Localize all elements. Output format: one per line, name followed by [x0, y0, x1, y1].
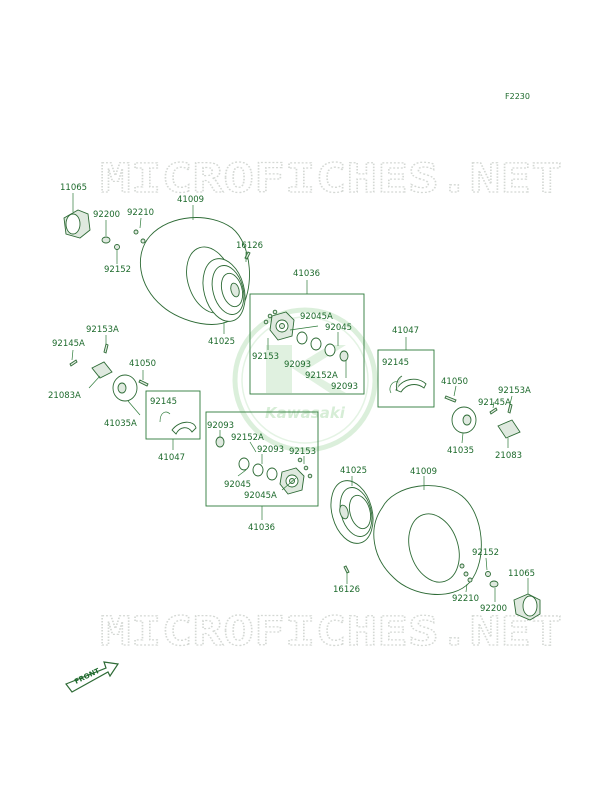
part-label[interactable]: 92145	[150, 397, 177, 407]
bolt-92153-bottom-b[interactable]	[303, 465, 309, 471]
bolt-92153A-right[interactable]	[507, 403, 513, 414]
part-label[interactable]: 92045	[224, 480, 251, 490]
part-label[interactable]: 92045A	[300, 312, 333, 322]
hub-cap-11065-bottom[interactable]	[513, 593, 541, 621]
bolt-92153-top-a[interactable]	[263, 319, 269, 325]
part-label[interactable]: 92145	[382, 358, 409, 368]
kawasaki-logo-watermark: Kawasaki	[232, 307, 378, 453]
part-label[interactable]: 92152	[472, 548, 499, 558]
part-label[interactable]: 92045A	[244, 491, 277, 501]
part-label[interactable]: 92145A	[52, 339, 85, 349]
part-label[interactable]: 92153	[252, 352, 279, 362]
tire-41009-bottom[interactable]	[373, 485, 482, 595]
bolt-92153A-left[interactable]	[103, 343, 109, 354]
brake-shoe-92145-right[interactable]	[389, 375, 427, 394]
part-label[interactable]: 92045	[325, 323, 352, 333]
part-label[interactable]: 21083A	[48, 391, 81, 401]
bolt-92153-top-c[interactable]	[272, 309, 278, 315]
part-label[interactable]: 41050	[441, 377, 468, 387]
nut-92152-top[interactable]	[114, 244, 120, 250]
nut-92210-top-a[interactable]	[133, 229, 139, 235]
part-label[interactable]: 92200	[93, 210, 120, 220]
pin-41050-left[interactable]	[138, 379, 149, 387]
part-label[interactable]: 92210	[452, 594, 479, 604]
bearing-92045-bottom[interactable]	[215, 436, 278, 481]
part-label[interactable]: 41035A	[104, 419, 137, 429]
part-label[interactable]: 41035	[447, 446, 474, 456]
bolt-92153-bottom-a[interactable]	[297, 457, 303, 463]
part-label[interactable]: 92093	[331, 382, 358, 392]
nut-92210-bottom-a[interactable]	[459, 563, 465, 569]
watermark: MICROFICHES.NET MICROFICHES.NET Kawasaki	[99, 155, 562, 655]
part-label[interactable]: 92152A	[231, 433, 264, 443]
brake-shoe-92145-left[interactable]	[159, 411, 197, 435]
hub-41036-top[interactable]	[269, 311, 295, 341]
part-label[interactable]: 11065	[60, 183, 87, 193]
part-label[interactable]: 92152	[104, 265, 131, 275]
figure-code: F2230	[505, 92, 530, 101]
part-label[interactable]: 41025	[208, 337, 235, 347]
watermark-bottom: MICROFICHES.NET	[100, 609, 562, 655]
part-label[interactable]: 21083	[495, 451, 522, 461]
part-label[interactable]: 92093	[257, 445, 284, 455]
part-label[interactable]: 41047	[158, 453, 185, 463]
part-label[interactable]: 92145A	[478, 398, 511, 408]
part-label[interactable]: 92153A	[498, 386, 531, 396]
part-label[interactable]: 41025	[340, 466, 367, 476]
washer-92200-bottom[interactable]	[489, 580, 499, 588]
part-label[interactable]: 16126	[236, 241, 263, 251]
axle-21083-right[interactable]	[497, 419, 521, 439]
part-label[interactable]: 41050	[129, 359, 156, 369]
nut-92210-bottom-b[interactable]	[463, 571, 469, 577]
washer-92200-top[interactable]	[101, 236, 111, 244]
part-label[interactable]: 92093	[284, 360, 311, 370]
logo-text: Kawasaki	[265, 404, 346, 422]
nut-92210-bottom-c[interactable]	[467, 577, 473, 583]
part-label[interactable]: 41047	[392, 326, 419, 336]
part-label[interactable]: 41036	[248, 523, 275, 533]
part-label[interactable]: 92093	[207, 421, 234, 431]
bearing-92045-top[interactable]	[296, 331, 349, 362]
hub-cap-11065-top[interactable]	[63, 209, 91, 239]
brake-drum-41035A-left[interactable]	[112, 374, 138, 402]
part-label[interactable]: 16126	[333, 585, 360, 595]
part-label[interactable]: 41036	[293, 269, 320, 279]
valve-16126-bottom[interactable]	[343, 565, 350, 574]
part-label[interactable]: 41009	[177, 195, 204, 205]
part-label[interactable]: 92153	[289, 447, 316, 457]
part-label[interactable]: 92200	[480, 604, 507, 614]
part-labels: 11065 92200 92210 41009 92152 16126 4102…	[48, 183, 535, 614]
pin-92145A-left[interactable]	[69, 359, 78, 367]
axle-21083A-left[interactable]	[91, 361, 113, 379]
wheel-rim-41025-top[interactable]	[196, 254, 251, 326]
part-label[interactable]: 11065	[508, 569, 535, 579]
front-direction-arrow: FRONT	[65, 661, 120, 693]
nut-92210-top-b[interactable]	[140, 238, 146, 244]
pin-92145A-right[interactable]	[489, 407, 498, 415]
bolt-92153-top-b[interactable]	[267, 313, 273, 319]
part-label[interactable]: 92152A	[305, 371, 338, 381]
part-label[interactable]: 92210	[127, 208, 154, 218]
bolt-92153-bottom-c[interactable]	[307, 473, 313, 479]
part-label[interactable]: 92153A	[86, 325, 119, 335]
nut-92152-bottom[interactable]	[485, 571, 491, 577]
brake-drum-41035-right[interactable]	[451, 406, 477, 434]
wheel-rim-41025-bottom[interactable]	[324, 476, 379, 548]
pin-41050-right[interactable]	[444, 395, 457, 403]
part-label[interactable]: 41009	[410, 467, 437, 477]
watermark-top: MICROFICHES.NET	[100, 156, 562, 202]
